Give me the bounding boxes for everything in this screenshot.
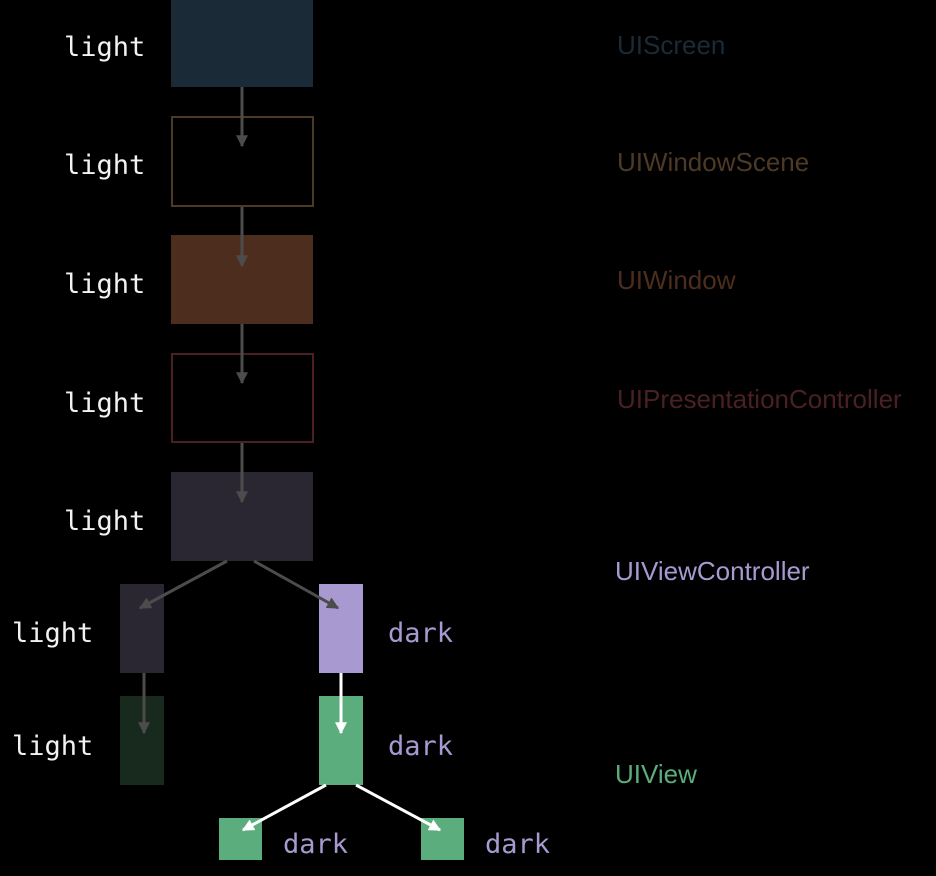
subview-left-value: dark: [283, 829, 349, 860]
view-right-value: dark: [388, 731, 454, 762]
legend-view-controller: UIViewController: [615, 556, 810, 586]
subview-right-value: dark: [485, 829, 551, 860]
screen-value: light: [64, 32, 146, 63]
legend-presentation-controller: UIPresentationController: [617, 384, 902, 414]
window-value: light: [64, 269, 146, 300]
child-vc-left-value: light: [12, 618, 94, 649]
legend-screen: UIScreen: [617, 30, 726, 60]
legend-view: UIView: [615, 759, 697, 789]
arrow-view-controller-to-child-left: [138, 559, 228, 610]
arrow-view-controller-to-child-right: [253, 559, 340, 610]
window-scene-value: light: [64, 150, 146, 181]
child-vc-right-value: dark: [388, 618, 454, 649]
view-left-box: [120, 696, 164, 785]
view-controller-value: light: [64, 506, 146, 537]
legend-window: UIWindow: [617, 265, 736, 295]
arrow-view-right-to-subview-right: [355, 783, 442, 832]
screen-box: [171, 0, 313, 87]
view-left-value: light: [12, 731, 94, 762]
legend-window-scene: UIWindowScene: [617, 147, 810, 177]
presentation-controller-value: light: [64, 388, 146, 419]
arrow-view-right-to-subview-left: [241, 783, 327, 832]
